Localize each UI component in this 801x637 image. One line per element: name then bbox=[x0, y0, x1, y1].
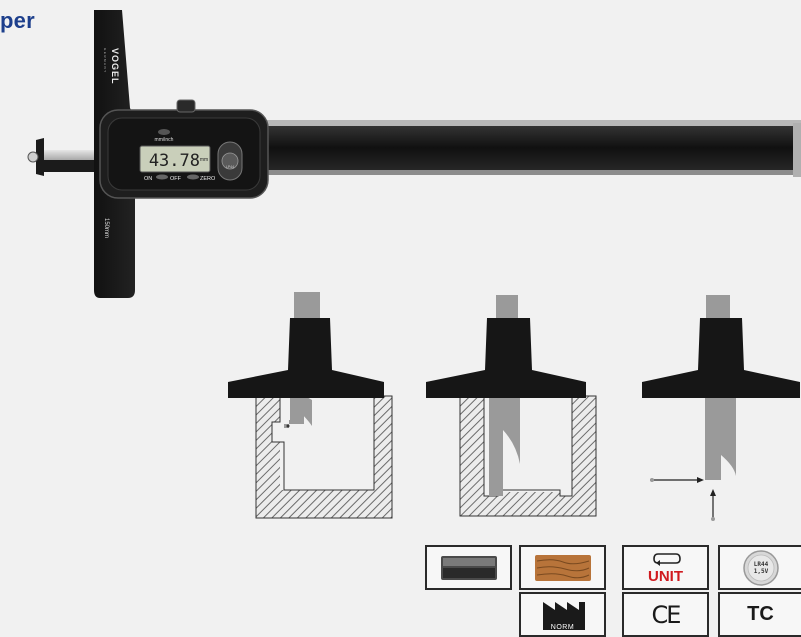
case-icon bbox=[440, 555, 497, 580]
lcd-reading: 43.78 bbox=[149, 151, 200, 171]
brand-logo: VOGEL bbox=[110, 48, 120, 85]
range-label: 150mm bbox=[103, 218, 109, 238]
unit-badge: UNIT bbox=[622, 545, 709, 590]
depth-rod bbox=[36, 150, 106, 160]
tc-mark: TC bbox=[747, 603, 774, 625]
battery-icon: LR44 1,5V bbox=[742, 549, 779, 586]
page-title: per bbox=[0, 8, 35, 33]
brand-sub: GERMANY bbox=[103, 48, 107, 74]
unit-label: UNIT bbox=[648, 568, 683, 585]
battery-label-line2: 1,5V bbox=[753, 568, 768, 575]
wooden-case-icon bbox=[534, 554, 591, 581]
norm-badge: NORM bbox=[519, 592, 606, 637]
factory-norm-icon bbox=[542, 601, 585, 630]
lcd-unit: mm bbox=[200, 157, 208, 163]
lcd-display bbox=[139, 145, 211, 173]
unit-switch-icon bbox=[653, 553, 681, 566]
ce-mark: CE bbox=[651, 600, 682, 629]
wooden-case-badge bbox=[519, 545, 606, 590]
dial-label: LP44 bbox=[226, 165, 234, 169]
zero-label: ZERO bbox=[200, 176, 216, 182]
mm-inch-button bbox=[158, 129, 170, 135]
off-label: OFF bbox=[170, 176, 182, 182]
beam-end-cap bbox=[793, 123, 801, 177]
usage-diagram-step bbox=[642, 295, 800, 521]
zero-button bbox=[187, 174, 199, 180]
battery-label-line1: LR44 bbox=[753, 561, 768, 568]
on-off-button bbox=[156, 174, 168, 180]
mm-inch-label[interactable]: mm/inch bbox=[155, 137, 174, 143]
depth-caliper: mm/inch 43.78 mm LP44 ON OFF ZERO VOGEL … bbox=[27, 10, 801, 298]
tc-badge: TC bbox=[718, 592, 801, 637]
on-label: ON bbox=[144, 176, 152, 182]
case-badge bbox=[425, 545, 512, 590]
usage-diagram-internal-groove bbox=[228, 292, 393, 519]
clamp-knob bbox=[176, 99, 196, 113]
usage-diagram-recess bbox=[426, 295, 597, 517]
battery-badge: LR44 1,5V bbox=[718, 545, 801, 590]
norm-label: NORM bbox=[550, 624, 575, 631]
ce-badge: CE bbox=[622, 592, 709, 637]
